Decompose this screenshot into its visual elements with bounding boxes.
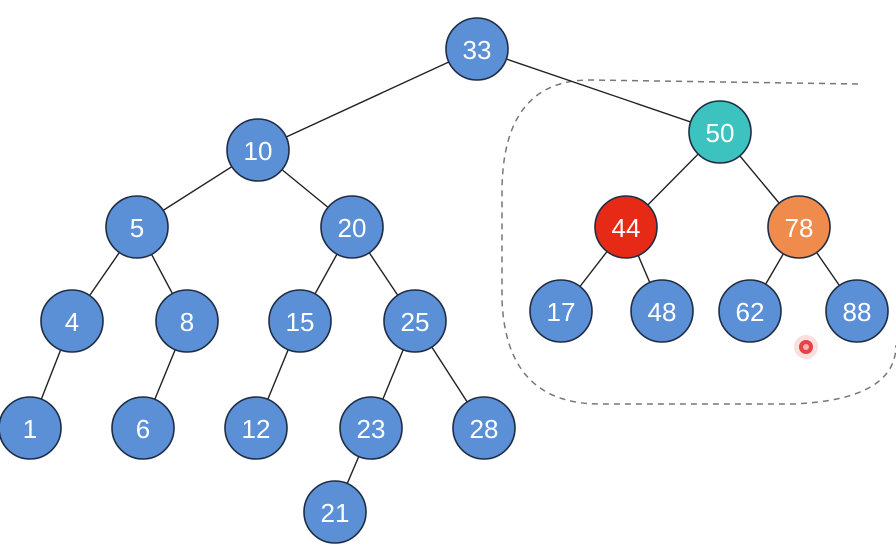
node-circle	[383, 289, 447, 353]
node-label: 28	[470, 414, 499, 444]
tree-node-23: 23	[339, 396, 403, 460]
node-label: 17	[547, 297, 576, 327]
node-circle	[40, 289, 104, 353]
tree-node-48: 48	[630, 279, 694, 343]
node-label: 23	[357, 414, 386, 444]
tree-node-20: 20	[320, 195, 384, 259]
node-circle	[452, 396, 516, 460]
node-circle	[825, 279, 889, 343]
node-circle	[339, 396, 403, 460]
node-circle	[529, 279, 593, 343]
tree-node-17: 17	[529, 279, 593, 343]
node-circle	[718, 279, 782, 343]
cursor-indicator	[794, 335, 818, 359]
node-label: 88	[843, 297, 872, 327]
tree-node-12: 12	[224, 396, 288, 460]
node-circle	[105, 195, 169, 259]
node-circle	[767, 195, 831, 259]
node-label: 15	[286, 307, 315, 337]
tree-node-21: 21	[303, 480, 367, 544]
tree-node-78: 78	[767, 195, 831, 259]
node-circle	[630, 279, 694, 343]
node-label: 6	[136, 414, 150, 444]
tree-node-28: 28	[452, 396, 516, 460]
node-circle	[268, 289, 332, 353]
node-circle	[224, 396, 288, 460]
cursor-center	[803, 344, 809, 350]
node-label: 5	[130, 213, 144, 243]
tree-node-50: 50	[688, 100, 752, 164]
node-circle	[0, 396, 62, 460]
node-label: 25	[401, 307, 430, 337]
node-label: 50	[706, 118, 735, 148]
node-label: 33	[463, 35, 492, 65]
node-circle	[688, 100, 752, 164]
node-label: 8	[180, 307, 194, 337]
tree-node-6: 6	[111, 396, 175, 460]
node-label: 4	[65, 307, 79, 337]
tree-node-10: 10	[226, 118, 290, 182]
node-label: 20	[338, 213, 367, 243]
tree-node-33: 33	[445, 17, 509, 81]
node-label: 21	[321, 498, 350, 528]
node-label: 12	[242, 414, 271, 444]
node-circle	[594, 195, 658, 259]
tree-node-88: 88	[825, 279, 889, 343]
node-circle	[226, 118, 290, 182]
node-label: 48	[648, 297, 677, 327]
tree-node-4: 4	[40, 289, 104, 353]
node-label: 44	[612, 213, 641, 243]
node-label: 1	[23, 414, 37, 444]
node-label: 62	[736, 297, 765, 327]
node-circle	[320, 195, 384, 259]
node-circle	[155, 289, 219, 353]
edge-33-10	[257, 48, 478, 151]
tree-node-5: 5	[105, 195, 169, 259]
node-circle	[303, 480, 367, 544]
edge-33-50	[476, 48, 721, 133]
node-label: 10	[244, 136, 273, 166]
tree-node-44: 44	[594, 195, 658, 259]
subtree-outline	[501, 79, 896, 405]
tree-node-62: 62	[718, 279, 782, 343]
tree-node-25: 25	[383, 289, 447, 353]
tree-node-8: 8	[155, 289, 219, 353]
tree-node-15: 15	[268, 289, 332, 353]
node-circle	[445, 17, 509, 81]
node-circle	[111, 396, 175, 460]
tree-node-1: 1	[0, 396, 62, 460]
node-label: 78	[785, 213, 814, 243]
